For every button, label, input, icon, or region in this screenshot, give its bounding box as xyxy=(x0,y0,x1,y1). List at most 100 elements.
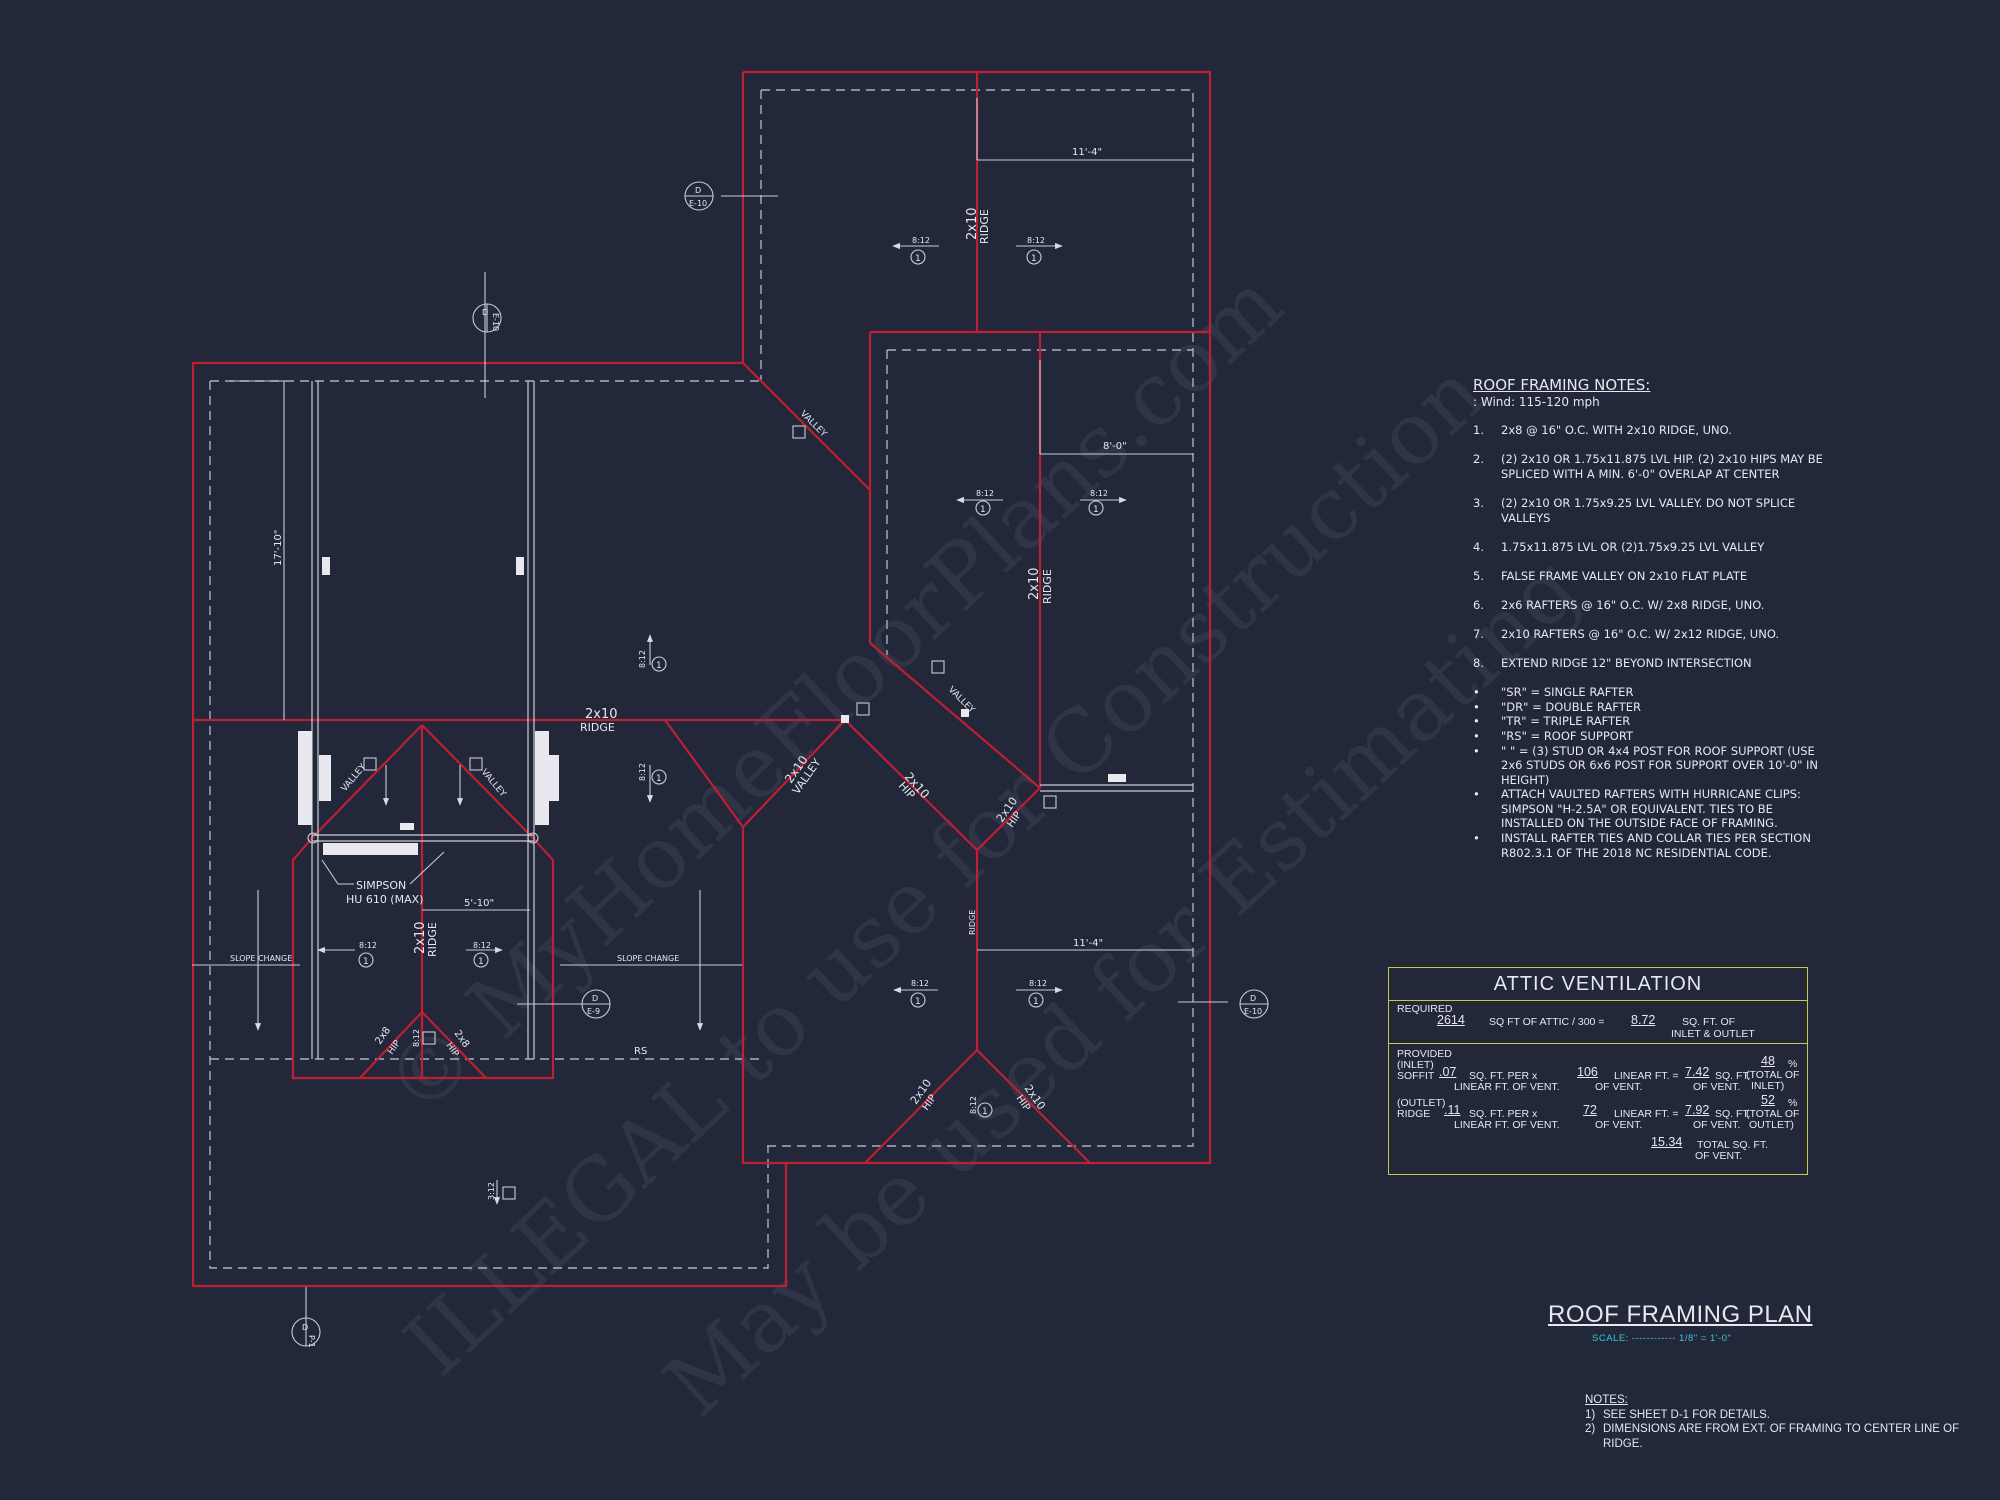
ridge-small-label: RIDGE xyxy=(968,910,977,935)
ridge-word-right: RIDGE xyxy=(1041,569,1054,604)
marker-1-i: 1 xyxy=(363,957,369,967)
attic-inlet-label: (INLET) xyxy=(1397,1059,1434,1071)
note-item-text: 1.75x11.875 LVL OR (2)1.75x9.25 LVL VALL… xyxy=(1501,539,1765,554)
pitch-6: 8:12 xyxy=(1029,979,1047,988)
legend-item-marker: • xyxy=(1473,714,1480,729)
pitch-7: 8:12 xyxy=(638,650,647,668)
legend-item-marker: • xyxy=(1473,699,1480,714)
attic-ridge-label: RIDGE xyxy=(1397,1108,1431,1120)
marker-1-k: 1 xyxy=(982,1107,988,1117)
section-d-label-5: D xyxy=(302,1323,308,1332)
legend-item-marker: • xyxy=(1473,685,1480,700)
marker-1-c: 1 xyxy=(980,505,986,515)
ridge-2x10-front: 2x10 xyxy=(413,921,428,954)
attic-soffit-rate: .07 xyxy=(1439,1065,1457,1079)
attic-soffit-inlet-close: INLET) xyxy=(1751,1080,1785,1092)
attic-soffit-sqft-2: OF VENT. xyxy=(1693,1081,1741,1093)
plan-title: ROOF FRAMING PLAN xyxy=(1548,1301,1813,1328)
note-item-marker: 1. xyxy=(1473,423,1484,438)
simpson-label-2: HU 610 (MAX) xyxy=(346,893,423,906)
legend-item-marker: • xyxy=(1473,743,1480,758)
attic-ridge-lf-1: LINEAR FT. = xyxy=(1614,1108,1679,1120)
bottom-note-text: SEE SHEET D-1 FOR DETAILS. xyxy=(1603,1408,1771,1421)
marker-1-a: 1 xyxy=(915,254,921,264)
pitch-10: 8:12 xyxy=(473,941,491,950)
attic-ridge-per-2: LINEAR FT. OF VENT. xyxy=(1454,1119,1560,1131)
bottom-note-1: 1) SEE SHEET D-1 FOR DETAILS. xyxy=(1585,1408,2000,1423)
legend-item-marker: • xyxy=(1473,787,1480,802)
attic-ridge-pct: 52 xyxy=(1761,1093,1775,1107)
legend-item-text: " " = (3) STUD OR 4x4 POST FOR ROOF SUPP… xyxy=(1501,743,1819,787)
marker-1-f: 1 xyxy=(1033,997,1039,1007)
attic-total-label-2: OF VENT. xyxy=(1695,1150,1743,1162)
note-item-text: (2) 2x10 OR 1.75x11.875 LVL HIP. (2) 2x1… xyxy=(1501,452,1823,481)
note-item-7: 7.2x10 RAFTERS @ 16" O.C. W/ 2x12 RIDGE,… xyxy=(1473,627,1833,642)
attic-provided-label: PROVIDED xyxy=(1397,1048,1452,1060)
note-item-2: 2.(2) 2x10 OR 1.75x11.875 LVL HIP. (2) 2… xyxy=(1473,452,1833,481)
exterior-wall-lines xyxy=(209,89,1194,1269)
note-item-marker: 7. xyxy=(1473,626,1484,641)
pitch-4: 8:12 xyxy=(1090,489,1108,498)
dim-17-10: 17'-10" xyxy=(273,530,284,566)
section-e10-label-2: E-10 xyxy=(491,313,500,331)
note-item-text: 2x8 @ 16" O.C. WITH 2x10 RIDGE, UNO. xyxy=(1501,423,1732,438)
bottom-note-2: 2)DIMENSIONS ARE FROM EXT. OF FRAMING TO… xyxy=(1585,1422,2000,1451)
legend-item-marker: • xyxy=(1473,831,1480,846)
ridge-2x10-main: 2x10 xyxy=(585,707,618,722)
marker-1-b: 1 xyxy=(1031,254,1037,264)
section-e9-label: E-9 xyxy=(587,1007,600,1016)
notes-list: 1. 2x8 @ 16" O.C. WITH 2x10 RIDGE, UNO. 2.… xyxy=(1473,423,1833,670)
note-item-text: EXTEND RIDGE 12" BEYOND INTERSECTION xyxy=(1501,656,1752,671)
ridge-word-top: RIDGE xyxy=(978,209,991,244)
legend-item-text: ATTACH VAULTED RAFTERS WITH HURRICANE CL… xyxy=(1501,787,1801,831)
legend-item-3: •"TR" = TRIPLE RAFTER xyxy=(1473,714,1833,729)
attic-title: ATTIC VENTILATION xyxy=(1389,968,1807,1001)
dim-11-4-bottom: 11'-4" xyxy=(1073,938,1103,949)
attic-soffit-sqft: 7.42 xyxy=(1685,1065,1710,1079)
attic-outlet-label: (OUTLET) xyxy=(1397,1097,1446,1109)
pitch-9: 8:12 xyxy=(359,941,377,950)
legend-item-marker: • xyxy=(1473,728,1480,743)
note-item-marker: 3. xyxy=(1473,495,1484,510)
note-item-5: 5.FALSE FRAME VALLEY ON 2x10 FLAT PLATE xyxy=(1473,569,1833,584)
section-d-label-3: D xyxy=(592,994,598,1003)
note-item-text: (2) 2x10 OR 1.75x9.25 LVL VALLEY. DO NOT… xyxy=(1501,495,1796,525)
ridge-word-main: RIDGE xyxy=(580,721,615,734)
dim-11-4-top: 11'-4" xyxy=(1072,147,1102,158)
section-d-label-4: D xyxy=(1250,994,1256,1003)
ridge-word-front: RIDGE xyxy=(426,922,439,957)
pitch-1: 8:12 xyxy=(912,236,930,245)
dim-5-10: 5'-10" xyxy=(464,898,494,909)
attic-required-result: 8.72 xyxy=(1631,1013,1656,1027)
section-markers xyxy=(291,181,1269,1347)
attic-soffit-label: SOFFIT xyxy=(1397,1070,1435,1082)
slope-change-left: SLOPE CHANGE xyxy=(230,954,292,963)
pitch-low: 3:12 xyxy=(487,1182,496,1200)
roof-support-label: RS xyxy=(634,1046,647,1057)
note-item-3: 3. (2) 2x10 OR 1.75x9.25 LVL VALLEY. DO N… xyxy=(1473,496,1833,525)
attic-ridge-sqft: 7.92 xyxy=(1685,1103,1710,1117)
attic-required-label: REQUIRED xyxy=(1397,1003,1453,1015)
legend-item-4: •"RS" = ROOF SUPPORT xyxy=(1473,729,1833,744)
valley-label-3: VALLEY xyxy=(340,762,369,794)
marker-1-e: 1 xyxy=(915,997,921,1007)
attic-required-mid: SQ FT OF ATTIC / 300 = xyxy=(1489,1016,1605,1028)
attic-soffit-total-of: (TOTAL OF xyxy=(1746,1069,1800,1081)
roof-framing-notes: ROOF FRAMING NOTES: : Wind: 115-120 mph … xyxy=(1473,378,1833,860)
bottom-notes-title: NOTES: xyxy=(1585,1394,1628,1406)
legend-item-7: •INSTALL RAFTER TIES AND COLLAR TIES PER… xyxy=(1473,831,1833,860)
valley-label-4: VALLEY xyxy=(479,768,508,800)
valley-label-1: VALLEY xyxy=(798,409,829,440)
note-item-1: 1. 2x8 @ 16" O.C. WITH 2x10 RIDGE, UNO. xyxy=(1473,423,1833,438)
attic-soffit-sqft-1: SQ. FT. xyxy=(1715,1070,1751,1082)
attic-soffit-per-2: LINEAR FT. OF VENT. xyxy=(1454,1081,1560,1093)
bottom-note-marker: 1) xyxy=(1585,1408,1596,1421)
bottom-notes-list: 1) SEE SHEET D-1 FOR DETAILS.2)DIMENSIONS… xyxy=(1585,1408,2000,1452)
attic-soffit-pct-sign: % xyxy=(1788,1058,1798,1070)
attic-soffit-lf-2: OF VENT. xyxy=(1595,1081,1643,1093)
attic-ventilation-table: ATTIC VENTILATION REQUIRED 2614 SQ FT OF… xyxy=(1388,967,1808,1175)
attic-total-value: 15.34 xyxy=(1651,1135,1683,1149)
attic-soffit-per-1: SQ. FT. PER x xyxy=(1469,1070,1538,1082)
attic-soffit-lf-1: LINEAR FT. = xyxy=(1614,1070,1679,1082)
